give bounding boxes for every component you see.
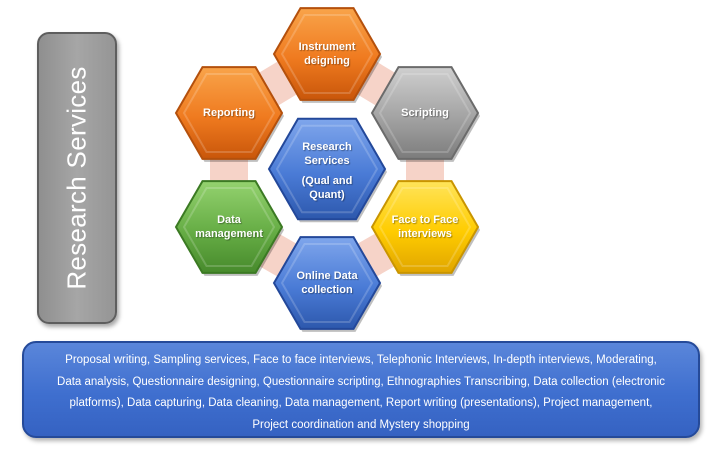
hexagon-label-line: Services [304,155,350,167]
hexagon-label-line: Quant) [309,189,345,201]
hexagon-data-management [174,180,284,274]
services-hexagon-diagram [174,7,480,332]
hexagon-bevel-center [275,124,379,214]
hexagon-reporting [174,66,284,160]
hexagon-label-line: management [195,228,263,240]
hexagon-label-online-data: Online Data collection [277,269,377,297]
hexagon-label-line: Face to Face [391,214,459,226]
hexagon-label-line: Data [217,214,241,226]
hexagon-bevel-face-to-face [378,187,472,267]
hexagon-face-to-face [370,180,480,274]
hexagon-label-line: deigning [304,55,350,67]
hexagon-label-line: collection [301,284,353,296]
hexagon-bevel-instrument [280,14,374,94]
services-list-panel: Proposal writing, Sampling services, Fac… [22,341,700,438]
hexagon-label-data-management: Data management [179,213,279,241]
hexagon-instrument [272,7,382,101]
hexagon-label-line: Reporting [203,107,255,119]
hexagon-online-data [272,236,382,330]
hexagon-bevel-data-management [182,187,276,267]
services-line-1: Proposal writing, Sampling services, Fac… [65,354,657,366]
hexagon-label-line: Online Data [296,270,358,282]
services-line-3: platforms), Data capturing, Data cleanin… [69,397,653,409]
hexagon-label-instrument: Instrument deigning [277,40,377,68]
hexagon-bevel-reporting [182,73,276,153]
hexagon-center [267,117,387,221]
hexagon-bevel-online-data [280,243,374,323]
hexagon-label-line: Research [302,141,352,153]
hexagon-label-line: Instrument [298,41,356,53]
hexagon-bevel-scripting [378,73,472,153]
hexagon-label-face-to-face: Face to Face interviews [375,213,475,241]
hexagon-label-reporting: Reporting [179,106,279,120]
hexagon-label-line: (Qual and [301,175,353,187]
research-services-panel: Research Services [37,32,117,324]
hexagon-label-scripting: Scripting [375,106,475,120]
services-line-2: Data analysis, Questionnaire designing, … [57,375,665,388]
services-line-4: Project coordination and Mystery shoppin… [252,418,470,431]
hexagon-label-line: interviews [398,228,452,240]
hexagon-scripting [370,66,480,160]
hexagon-label-line: Scripting [401,107,449,119]
